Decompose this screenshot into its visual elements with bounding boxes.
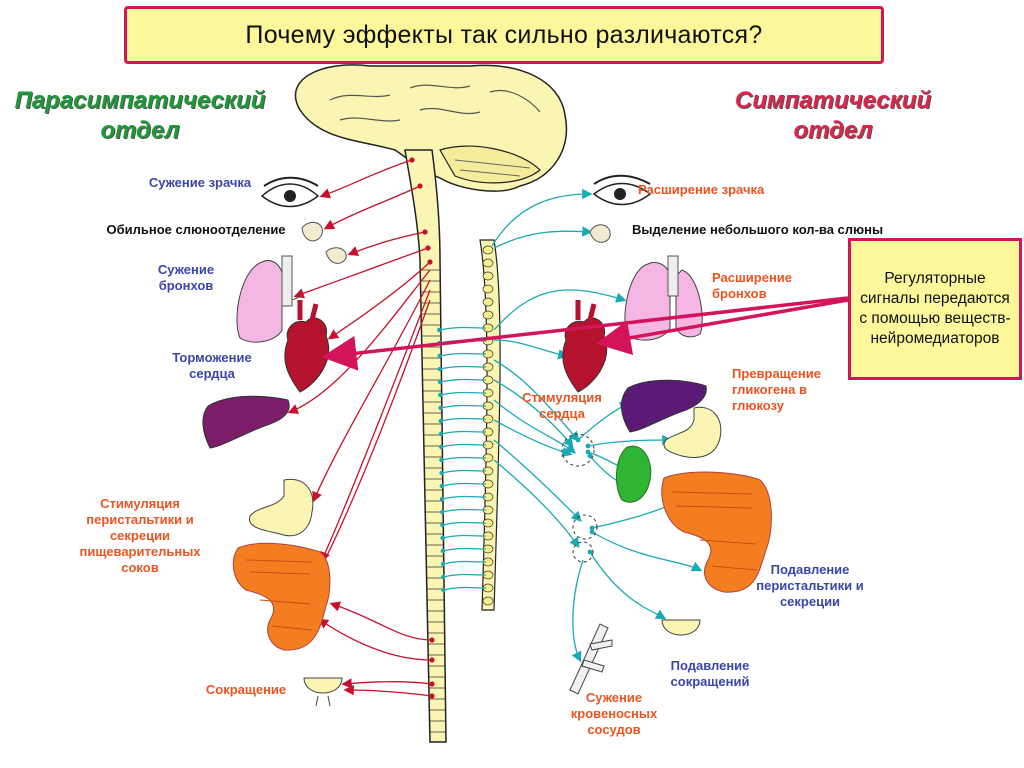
salivary-gland-right xyxy=(589,224,611,243)
intestine-left xyxy=(232,542,331,651)
heart-right xyxy=(562,300,608,393)
liver-left xyxy=(202,395,290,449)
intestine-right xyxy=(661,471,772,593)
label-glycogen-conversion: Превращение гликогена в глюкозу xyxy=(732,366,821,413)
bladder-right xyxy=(661,619,701,636)
label-bronchodilation: Расширение бронхов xyxy=(712,270,793,301)
label-pupil-constriction: Сужение зрачка xyxy=(148,175,252,190)
callout-arrows xyxy=(321,296,849,371)
sympathetic-ganglia xyxy=(561,433,598,563)
lungs-left xyxy=(236,255,303,343)
stomach-right xyxy=(663,406,722,458)
sympathetic-heading: Симпатический отдел xyxy=(734,87,932,144)
kidney-right xyxy=(616,445,652,503)
label-heart-stimulation: Стимуляция сердца xyxy=(522,390,602,421)
label-bronchoconstriction: Сужение бронхов xyxy=(157,262,215,293)
brain-illustration xyxy=(294,64,568,192)
callout-text: Регуляторные сигналы передаются с помощь… xyxy=(859,270,1011,347)
label-contraction-suppression: Подавление сокращений xyxy=(670,658,750,689)
heart-left xyxy=(284,300,330,393)
label-vasoconstriction: Сужение кровеносных сосудов xyxy=(570,690,658,737)
label-little-saliva: Выделение небольшого кол-ва слюны xyxy=(632,222,884,237)
parasympathetic-heading: Парасимпатический отдел xyxy=(14,87,266,144)
label-abundant-salivation: Обильное слюноотделение xyxy=(106,222,286,237)
label-peristalsis-suppression: Подавление перистальтики и секреции xyxy=(756,562,864,609)
spinal-segments xyxy=(420,269,446,733)
blood-vessel-right xyxy=(569,623,613,695)
label-heart-inhibition: Торможение сердца xyxy=(172,350,252,381)
sympathetic-chain xyxy=(479,239,501,611)
bladder-left xyxy=(303,677,343,707)
eye-right xyxy=(592,174,652,206)
label-bladder-contraction: Сокращение xyxy=(205,682,287,697)
neurotransmitter-callout: Регуляторные сигналы передаются с помощь… xyxy=(848,238,1022,380)
stomach-left xyxy=(248,478,314,537)
label-digestion-stimulation: Стимуляция перистальтики и секреции пище… xyxy=(79,496,201,575)
page-title: Почему эффекты так сильно различаются? xyxy=(245,20,763,49)
title-banner: Почему эффекты так сильно различаются? xyxy=(124,6,884,64)
liver-right xyxy=(621,379,707,433)
label-pupil-dilation: Расширение зрачка xyxy=(638,182,765,197)
eye-left xyxy=(260,176,320,208)
salivary-gland-left xyxy=(301,221,347,264)
